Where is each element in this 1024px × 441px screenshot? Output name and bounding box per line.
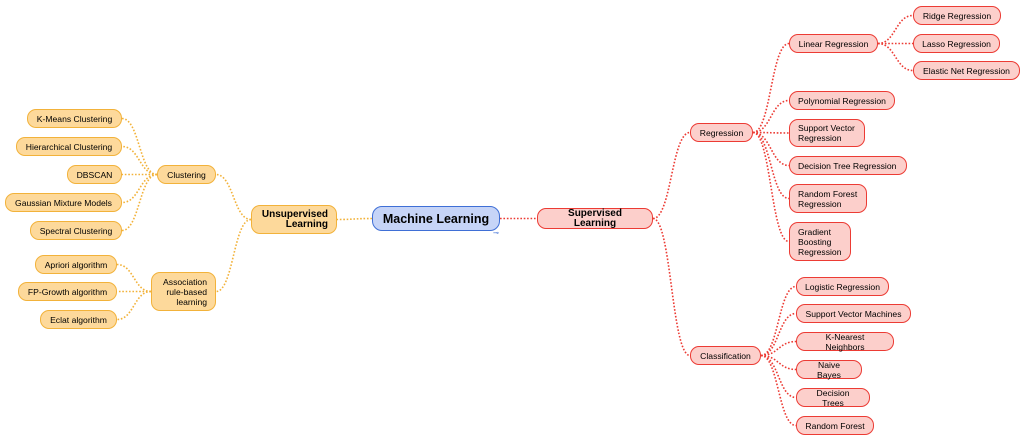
connector-unsupervised-association [215,218,252,293]
collapse-icon[interactable]: ⊸ [493,230,499,237]
node-hierarchical-clustering[interactable]: Hierarchical Clustering [16,137,122,156]
node-spectral-clustering[interactable]: Spectral Clustering [30,221,122,240]
connector-unsupervised-clustering [215,173,252,221]
connector-clustering-child [121,117,158,176]
node-naive-bayes[interactable]: Naive Bayes [796,360,862,380]
node-unsupervised-learning[interactable]: Unsupervised Learning [251,205,337,234]
connector-regression-linear [752,42,790,134]
node-elastic-net-regression[interactable]: Elastic Net Regression [913,61,1020,80]
node-support-vector-regression[interactable]: Support Vector Regression [789,119,865,147]
node-apriori-algorithm[interactable]: Apriori algorithm [35,255,117,274]
connector-classification-child [760,340,797,357]
connector-linear-child [877,14,914,45]
node-k-nearest-neighbors[interactable]: K-Nearest Neighbors [796,332,894,352]
node-decision-trees[interactable]: Decision Trees [796,388,870,408]
node-random-forest[interactable]: Random Forest [796,416,874,435]
node-random-forest-regression[interactable]: Random Forest Regression [789,184,867,213]
connector-regression-child [752,131,790,243]
node-logistic-regression[interactable]: Logistic Regression [796,277,889,296]
node-linear-regression[interactable]: Linear Regression [789,34,878,53]
connector-clustering-child [121,173,158,232]
connector-root-unsupervised [336,217,373,221]
connector-linear-child [877,42,914,72]
node-association-rule-learning[interactable]: Association rule-based learning [151,272,216,311]
connector-supervised-regression [652,131,691,220]
node-dbscan[interactable]: DBSCAN [67,165,122,184]
connector-classification-child [760,285,797,357]
connector-classification-child [760,354,797,371]
root-node-machine-learning[interactable]: Machine Learning [372,206,500,231]
node-fp-growth-algorithm[interactable]: FP-Growth algorithm [18,282,117,301]
node-ridge-regression[interactable]: Ridge Regression [913,6,1001,25]
connector-classification-child [760,354,797,427]
node-clustering[interactable]: Clustering [157,165,216,184]
node-lasso-regression[interactable]: Lasso Regression [913,34,1000,53]
node-classification[interactable]: Classification [690,346,761,365]
connector-supervised-classification [652,217,691,357]
connector-regression-child [752,131,790,134]
node-support-vector-machines[interactable]: Support Vector Machines [796,304,911,323]
connector-clustering-child [121,173,158,204]
node-decision-tree-regression[interactable]: Decision Tree Regression [789,156,907,175]
connector-clustering-child [121,145,158,176]
connector-association-child [116,263,152,293]
connector-regression-child [752,131,790,200]
node-k-means-clustering[interactable]: K-Means Clustering [27,109,122,128]
connector-association-child [116,290,152,321]
connector-classification-child [760,312,797,357]
connector-regression-child [752,99,790,134]
node-eclat-algorithm[interactable]: Eclat algorithm [40,310,117,329]
node-polynomial-regression[interactable]: Polynomial Regression [789,91,895,110]
node-regression[interactable]: Regression [690,123,753,142]
node-gaussian-mixture-models[interactable]: Gaussian Mixture Models [5,193,122,212]
node-gradient-boosting-regression[interactable]: Gradient Boosting Regression [789,222,851,261]
node-supervised-learning[interactable]: Supervised Learning [537,208,653,229]
